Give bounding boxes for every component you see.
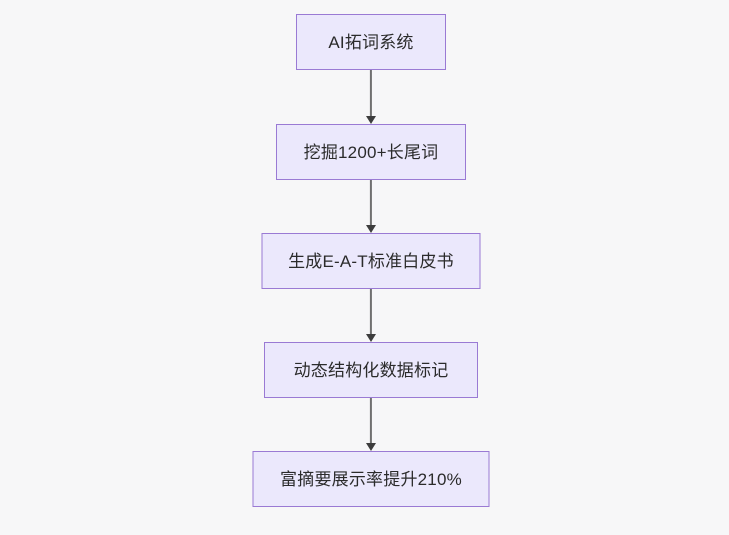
arrowhead-down-icon	[366, 225, 376, 233]
connector-line	[369, 180, 373, 226]
flow-node-rich-snippet-impression-lift[interactable]: 富摘要展示率提升210%	[252, 451, 490, 507]
arrowhead-down-icon	[366, 443, 376, 451]
flow-connector-1-to-2	[365, 70, 377, 124]
connector-line	[369, 70, 373, 117]
connector-line	[369, 398, 373, 444]
arrowhead-down-icon	[366, 116, 376, 124]
flow-node-mine-longtail-keywords[interactable]: 挖掘1200+长尾词	[276, 124, 466, 180]
arrowhead-down-icon	[366, 334, 376, 342]
flow-node-ai-keyword-system[interactable]: AI拓词系统	[296, 14, 446, 70]
flow-node-label: AI拓词系统	[328, 32, 414, 52]
flow-node-label: 动态结构化数据标记	[293, 360, 449, 380]
flow-node-dynamic-structured-data-markup[interactable]: 动态结构化数据标记	[264, 342, 478, 398]
flow-node-label: 挖掘1200+长尾词	[303, 142, 439, 162]
flow-connector-4-to-5	[365, 398, 377, 451]
flow-connector-3-to-4	[365, 289, 377, 342]
flow-connector-2-to-3	[365, 180, 377, 233]
flow-node-label: 生成E-A-T标准白皮书	[288, 251, 454, 271]
connector-line	[369, 289, 373, 335]
flow-node-generate-eat-whitepaper[interactable]: 生成E-A-T标准白皮书	[261, 233, 481, 289]
flow-node-label: 富摘要展示率提升210%	[280, 469, 462, 489]
